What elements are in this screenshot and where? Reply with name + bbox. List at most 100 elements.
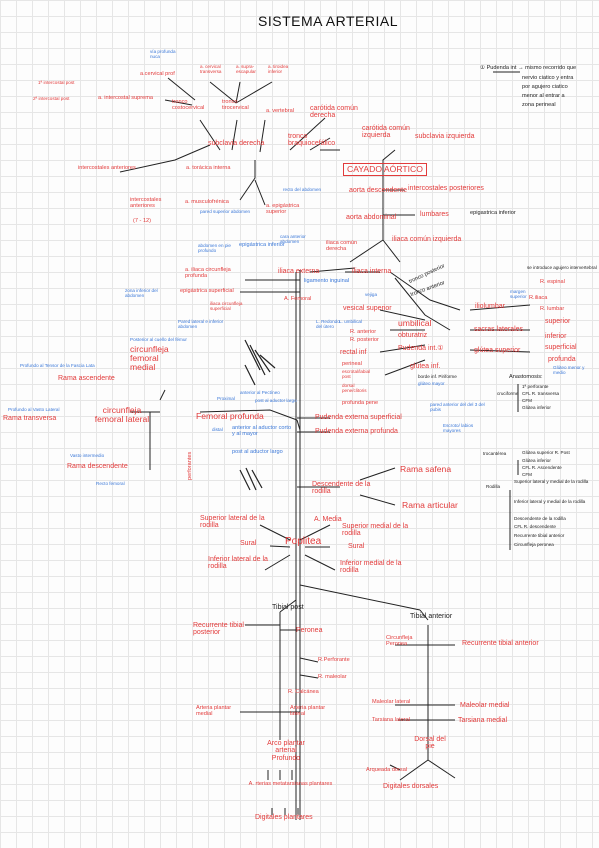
note-line-4: menor al entrar a bbox=[522, 93, 565, 99]
recto-abdomen: recto del abdomen bbox=[283, 187, 322, 192]
profundo-vasto: Profundo al Vasto Lateral bbox=[8, 407, 60, 412]
sacra-inferior: inferior bbox=[545, 333, 567, 340]
recurrente-tibial-posterior: Recurrente tibial posterior bbox=[193, 622, 244, 637]
iliaca-comun-izquierda: iliaca común izquierda bbox=[392, 236, 462, 243]
arteria-plantar-medial: Arteria plantar medial bbox=[196, 705, 232, 717]
ligamento-inguinal: ligamento inguinal bbox=[304, 278, 350, 284]
intercostales-rango: (7 - 12) bbox=[133, 218, 152, 224]
escrotal-labial: escrotal/labial post bbox=[342, 369, 371, 379]
rod-item-1: Superior lateral y medial de la rodilla bbox=[514, 479, 589, 484]
rod-item-5: Recurrente tibial anterior bbox=[514, 533, 565, 538]
zona-inferior-abdomen: zona inferior del abdomen bbox=[125, 288, 158, 298]
epigastrica-superior: a. epigástrica superior bbox=[266, 203, 300, 215]
post-aductor-largo-2: post al aductor largo bbox=[232, 449, 283, 455]
pudenda-externa-profunda: Pudenda externa profunda bbox=[315, 428, 398, 435]
gluteo-menor-medio: Glúteo menor y medio bbox=[553, 365, 585, 375]
carotida-comun-derecha: carótida común derecha bbox=[310, 105, 358, 120]
anastomosis-rodilla: Rodilla bbox=[486, 484, 501, 489]
anterior-aductor-corto: anterior al aductor corto y al mayor bbox=[232, 425, 292, 437]
a-media: A. Media bbox=[314, 516, 342, 523]
troc-item-3: CFL R. Ascendente bbox=[522, 465, 562, 470]
cruz-item-1: 1ª perforante bbox=[522, 384, 549, 389]
r-posterior: R. posterior bbox=[350, 337, 379, 343]
tibial-posterior: Tibial post bbox=[272, 604, 304, 611]
glutea-sup-profunda: profunda bbox=[548, 356, 576, 363]
recto-femoral: Recto femoral bbox=[96, 481, 125, 486]
cayado-aortico: CAYADO AÓRTICO bbox=[343, 163, 427, 177]
sacras-laterales: sacras laterales bbox=[474, 326, 524, 333]
intercostales-posteriores: intercostales posteriores bbox=[408, 185, 484, 192]
r-calcanea: R. Calcánea bbox=[288, 689, 319, 695]
via-profunda-nuca: vía profunda nuca bbox=[150, 49, 176, 59]
primer-intercostal: 1ª intercostal post bbox=[38, 80, 75, 85]
r-lumbar: R. lumbar bbox=[540, 306, 565, 312]
musculofrenica: a. musculofrénica bbox=[185, 199, 229, 205]
page-title: SISTEMA ARTERIAL bbox=[258, 13, 399, 29]
tronco-braquiocefalico: tronco braquiocefálico bbox=[288, 133, 336, 148]
margen-superior: margen superior bbox=[510, 289, 527, 299]
intercostal-suprema: a. intercostal suprema bbox=[98, 95, 154, 101]
obturatriz: obturatriz bbox=[398, 332, 428, 339]
arqueada-dorsal: Arqueada dorsal bbox=[366, 767, 408, 773]
vejiga: vejiga bbox=[365, 292, 378, 297]
subclavia-derecha: subclavia derecha bbox=[208, 140, 265, 147]
maleolar-lateral: Maleolar lateral bbox=[372, 699, 411, 705]
r-anterior: R. anterior bbox=[350, 329, 377, 335]
ligamento-redondo: L. Redondo del útero bbox=[316, 319, 340, 329]
troc-item-1: Glútea superior R. Post bbox=[522, 450, 570, 455]
pudenda-externa-superficial: Pudenda externa superficial bbox=[315, 414, 402, 421]
circunfleja-femoral-lateral: circunfleja femoral lateral bbox=[94, 405, 150, 425]
rod-item-2: Inferior lateral y medial de la rodilla bbox=[514, 499, 586, 504]
sacra-superior: superior bbox=[545, 318, 571, 325]
peronea: Peronea bbox=[296, 627, 323, 634]
iliaca-comun-derecha: iliaca común derecha bbox=[326, 240, 358, 252]
toracica-interna: a. torácica interna bbox=[186, 165, 231, 171]
cara-anterior-abdomen: cara anterior abdomen bbox=[280, 234, 306, 244]
aorta-descendente: aorta descendente bbox=[349, 187, 407, 194]
sural-der: Sural bbox=[348, 543, 365, 550]
iliaca-interna: iliaca interna bbox=[352, 268, 392, 275]
profundo-tensor: Profundo al Tensor de la Fascia Lata bbox=[20, 363, 95, 368]
supraescapular: a. supra-escapular bbox=[236, 64, 256, 74]
cervical-profunda: a.cervical prof bbox=[140, 71, 175, 77]
rama-ascendente: Rama ascendente bbox=[58, 375, 115, 382]
vesical-superior: vesical superior bbox=[343, 305, 392, 312]
digitales-dorsales: Digitales dorsales bbox=[383, 783, 439, 790]
distal: distal bbox=[212, 427, 223, 432]
circunfleja-iliaca-profunda: a. iliaca circunfleja profunda bbox=[185, 267, 231, 279]
maleolar-medial: Maleolar medial bbox=[460, 702, 510, 709]
escroto-labios: Escroto/ labios mayores bbox=[443, 423, 474, 433]
segundo-intercostal: 2ª intercostal post bbox=[33, 96, 70, 101]
epigastrica-superficial: epigástrica superficial bbox=[180, 288, 234, 294]
perforantes-hatching bbox=[239, 339, 276, 491]
superior-lateral-rodilla: Superior lateral de la rodilla bbox=[200, 515, 265, 530]
pared-superior-abdomen: pared superior abdomen bbox=[200, 209, 251, 214]
r-espinal: R. espinal bbox=[540, 279, 565, 285]
tiroidea-inferior: a. tiroidea inferior bbox=[268, 64, 289, 74]
arterias-metatarsianas: A. rterias metatarsianas plantares bbox=[248, 781, 333, 787]
note-line-3: por agujero ciatico bbox=[522, 84, 568, 90]
descendente-rodilla: Descendente de la rodilla bbox=[312, 481, 371, 496]
iliaca-externa: iliaca externa bbox=[278, 268, 320, 275]
tronco-costocervical: tronco costocervical bbox=[172, 99, 205, 111]
rod-item-4: CFL R. descendente bbox=[514, 524, 556, 529]
borde-inferior-piriforme: borde inf. Piriforme bbox=[418, 374, 457, 379]
profunda-pene: profunda pene bbox=[342, 400, 379, 406]
glutea-sup-superficial: superficial bbox=[545, 344, 577, 351]
r-perforante: R.Perforante bbox=[318, 657, 350, 663]
perforantes: perforantes bbox=[187, 451, 193, 480]
cruz-item-3: CFM bbox=[522, 398, 532, 403]
anastomosis-title: Anastomosis: bbox=[509, 374, 543, 380]
l-umbilical: L. umbilical bbox=[339, 319, 362, 324]
femoral-profunda: Femoral profunda bbox=[196, 411, 264, 421]
r-iliaca: R.iliaca bbox=[529, 295, 548, 301]
cervical-transversa: a. cervical transversa bbox=[200, 64, 222, 74]
pudenda-interna: Pudenda int.① bbox=[398, 345, 444, 352]
post-aductor-largo: post al aductor largo bbox=[255, 398, 297, 403]
se-introduce: se introduce agujero intervertebral bbox=[527, 265, 597, 270]
note-line-2: nervio ciatico y entra bbox=[522, 75, 574, 81]
epigastrica-inferior-note: epigastrica inferior bbox=[470, 210, 516, 216]
sural-izq: Sural bbox=[240, 540, 257, 547]
recurrente-tibial-anterior: Recurrente tibial anterior bbox=[462, 640, 539, 647]
